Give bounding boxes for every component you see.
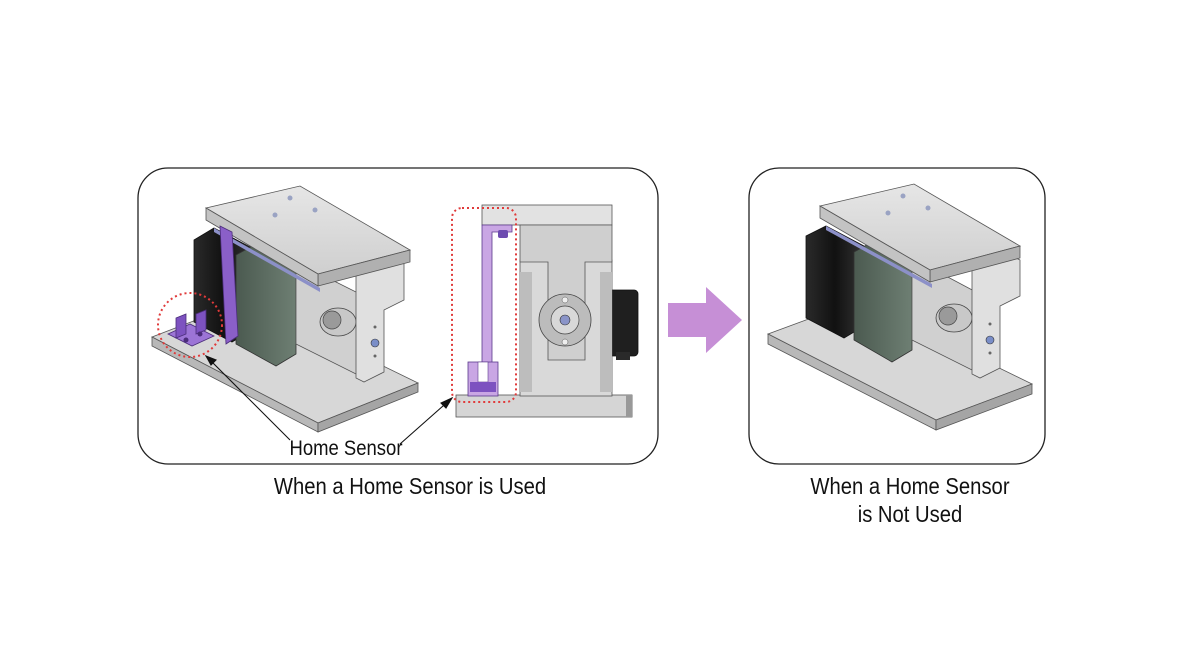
home-sensor-leader-lines	[204, 354, 454, 445]
sensor-highlight-rect	[451, 207, 517, 403]
home-sensor-label: Home Sensor	[289, 437, 403, 460]
caption-sensor-not-used-line2: is Not Used	[857, 501, 963, 527]
caption-sensor-not-used: When a Home Sensor is Not Used	[725, 472, 1095, 528]
transition-arrow	[668, 287, 742, 353]
actuator-iso-without-sensor	[767, 183, 1034, 431]
caption-sensor-used: When a Home Sensor is Used	[225, 472, 595, 500]
caption-sensor-used-text: When a Home Sensor is Used	[273, 473, 547, 499]
sensor-highlight-circle	[157, 292, 223, 358]
actuator-front-view-with-sensor	[451, 204, 639, 418]
sensor-dog	[219, 225, 239, 345]
caption-sensor-not-used-line1: When a Home Sensor	[810, 473, 1010, 499]
home-sensor-part	[167, 309, 215, 347]
